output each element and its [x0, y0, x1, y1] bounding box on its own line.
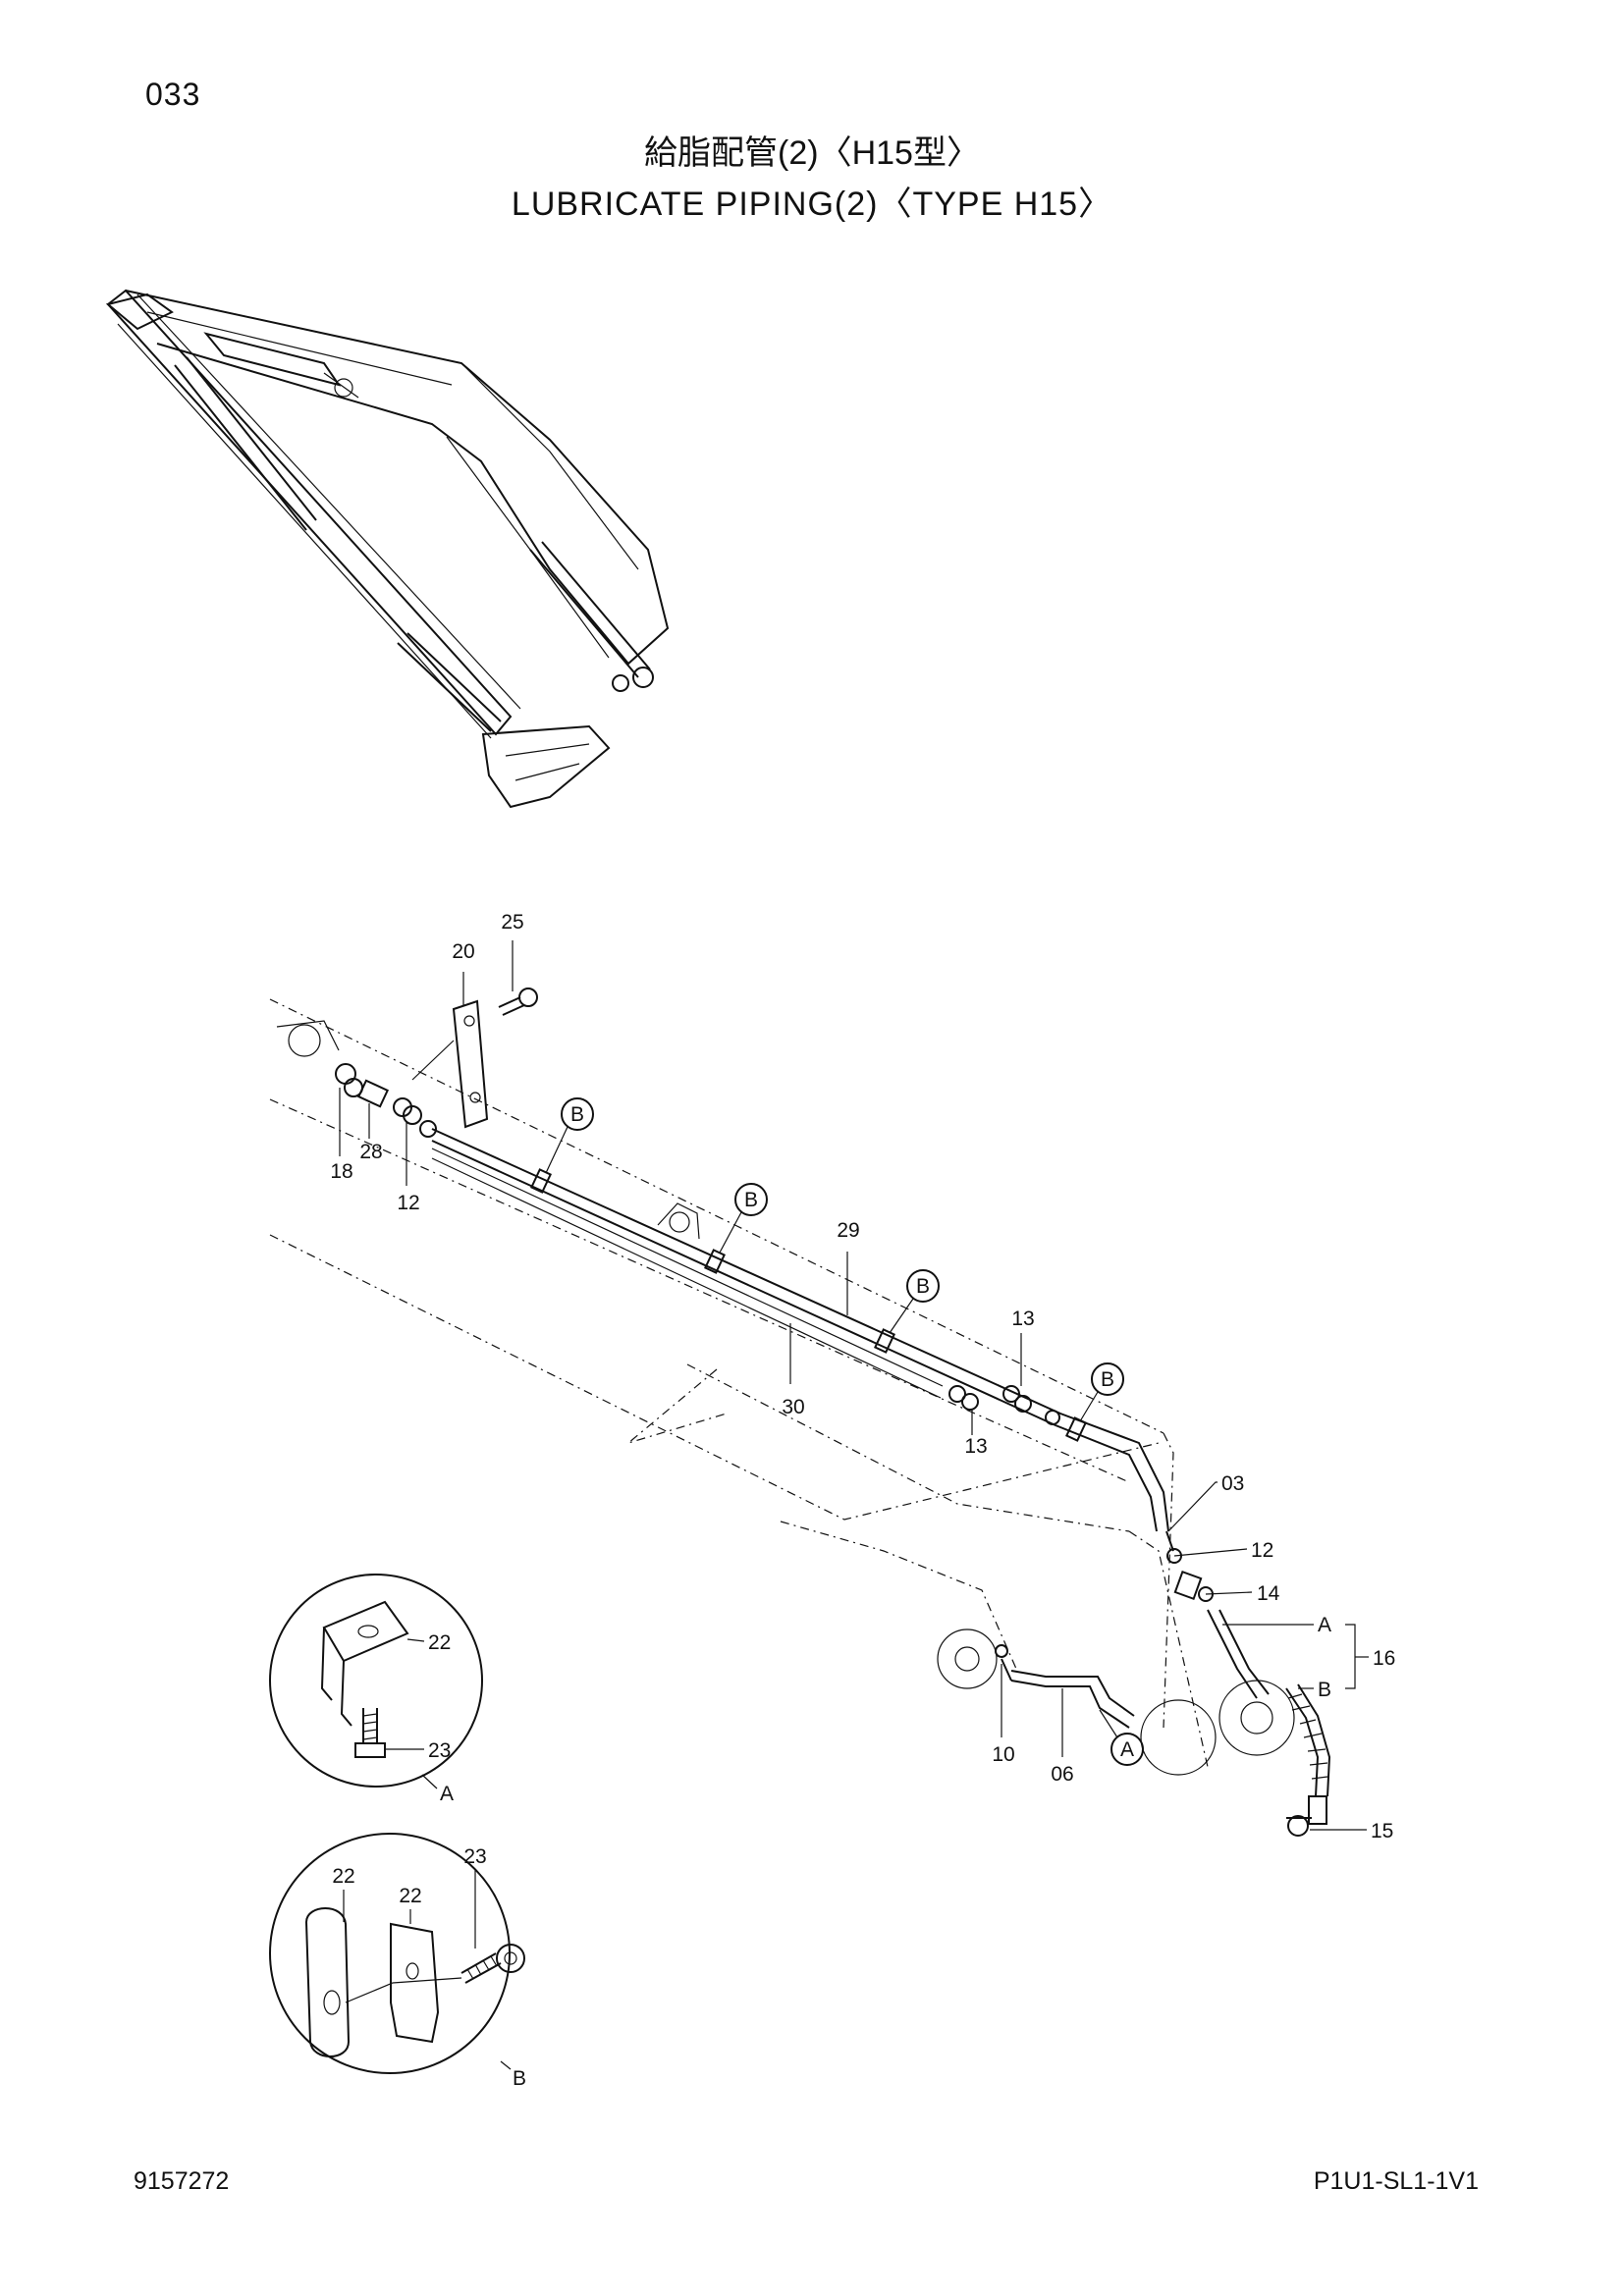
- page-title-japanese: 給脂配管(2)〈H15型〉: [644, 134, 980, 172]
- callout-25: 25: [501, 911, 523, 934]
- detail-a-label: A: [440, 1783, 454, 1805]
- callout-29: 29: [837, 1219, 859, 1242]
- page-title-english: LUBRICATE PIPING(2)〈TYPE H15〉: [511, 186, 1113, 223]
- drawing-number: 9157272: [134, 2167, 230, 2195]
- marker-b-1: B: [570, 1103, 584, 1126]
- callout-22-detail-a: 22: [428, 1631, 451, 1654]
- callout-12-right: 12: [1251, 1539, 1273, 1562]
- callout-30: 30: [782, 1396, 804, 1418]
- callout-22-detail-b-left: 22: [332, 1865, 354, 1888]
- detail-b-label: B: [513, 2067, 526, 2090]
- boom-piping-detail: [269, 988, 1331, 1837]
- page-number: 033: [145, 77, 201, 112]
- callout-14: 14: [1257, 1582, 1280, 1605]
- callout-hose-b: B: [1318, 1679, 1331, 1701]
- callout-23-detail-b: 23: [463, 1845, 486, 1868]
- callout-15: 15: [1371, 1820, 1393, 1842]
- marker-a-1: A: [1120, 1738, 1134, 1761]
- callout-12-left: 12: [397, 1192, 419, 1214]
- marker-b-3: B: [916, 1275, 930, 1298]
- detail-view-b: 22 22 23 B: [269, 1833, 526, 2090]
- callout-10: 10: [992, 1743, 1014, 1766]
- callout-22-detail-b-right: 22: [399, 1885, 421, 1907]
- marker-b-4: B: [1101, 1368, 1114, 1391]
- callout-28: 28: [359, 1141, 382, 1163]
- marker-b-2: B: [744, 1189, 758, 1211]
- model-code: P1U1-SL1-1V1: [1313, 2167, 1479, 2195]
- callout-06: 06: [1051, 1763, 1073, 1786]
- excavator-front-overview: [105, 289, 670, 809]
- callout-18: 18: [330, 1160, 352, 1183]
- callout-labels: 25 20 18 28 12 29 30 13 13 03 12 14 A B …: [330, 911, 1395, 1842]
- callout-13-top: 13: [1011, 1308, 1034, 1330]
- clamp-markers: B B B B A: [545, 1097, 1144, 1766]
- callout-03: 03: [1221, 1472, 1244, 1495]
- detail-view-a: 22 23 A: [269, 1574, 483, 1805]
- callout-13-bottom: 13: [964, 1435, 987, 1458]
- callout-20: 20: [452, 940, 474, 963]
- leader-lines: [339, 940, 1369, 1831]
- callout-23-detail-a: 23: [428, 1739, 451, 1762]
- callout-hose-a: A: [1318, 1614, 1331, 1636]
- callout-16: 16: [1373, 1647, 1395, 1670]
